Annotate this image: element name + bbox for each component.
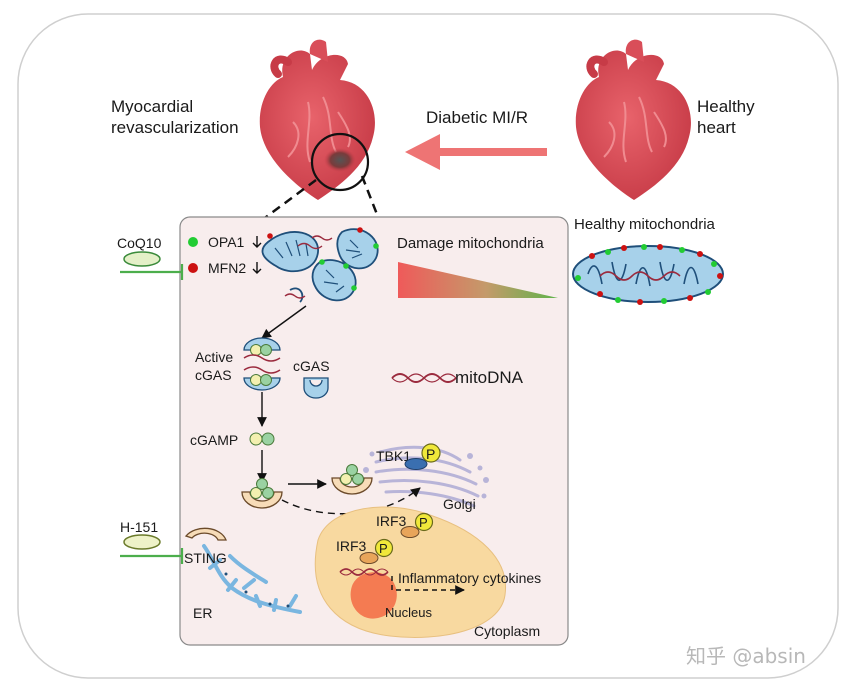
opa1-dot — [188, 237, 198, 247]
er-label: ER — [193, 605, 212, 621]
nucleus-label: Nucleus — [385, 605, 432, 620]
inactive-cgas-icon — [303, 377, 329, 399]
sting-at-golgi-icon — [331, 464, 373, 495]
damaged-heart-icon — [259, 39, 375, 200]
cgas-label: cGAS — [293, 358, 330, 374]
coq10-label: CoQ10 — [117, 235, 162, 251]
golgi-vesicles — [363, 451, 489, 499]
h151-label: H-151 — [120, 519, 158, 535]
myocardial-label-line2: revascularization — [111, 118, 239, 137]
diabetic-label: Diabetic MI/R — [426, 108, 528, 127]
irf3-upper-phospho-icon — [414, 512, 434, 532]
arrow-to-cytokines — [391, 576, 465, 595]
tbk1-icon — [404, 458, 428, 470]
mitodna-label: mitoDNA — [455, 368, 524, 387]
tbk1-p-label: P — [426, 446, 435, 462]
irf3-lower-icon — [359, 552, 379, 564]
opa1-label: OPA1 — [208, 234, 245, 250]
dashed-arrow-to-tbk1 — [281, 487, 421, 515]
zoom-line-right — [360, 175, 382, 223]
tbk1-phospho-icon — [421, 443, 441, 463]
sting-label: STING — [184, 550, 227, 566]
healthy-label-line1: Healthy — [697, 97, 755, 116]
damaged-mito-dots — [267, 227, 379, 291]
damaged-cristae — [274, 239, 363, 293]
h151-inhibit-bar — [120, 548, 184, 564]
healthy-label-line2: heart — [697, 118, 736, 137]
mitodna-legend-icon-strand2 — [391, 373, 457, 383]
zoom-line-left — [261, 178, 317, 222]
infarct-zoom-circle — [310, 132, 370, 192]
irf3-lower-p-label: P — [379, 541, 388, 556]
sting-er-icon — [184, 527, 227, 541]
irf3-upper-icon — [400, 526, 420, 538]
healthy-mito-label: Healthy mitochondria — [574, 216, 716, 233]
irf3-upper-p-label: P — [419, 515, 428, 530]
released-mitodna — [284, 235, 333, 299]
mfn2-dot — [188, 263, 198, 273]
healthy-heart-icon — [575, 39, 691, 200]
opa1-down-arrow — [252, 236, 262, 248]
er-ribosomes — [224, 572, 290, 608]
golgi-label: Golgi — [443, 496, 476, 512]
cgamp-label: cGAMP — [190, 432, 238, 448]
coq10-pill-icon — [123, 251, 161, 267]
er-icon — [202, 544, 302, 614]
sting-cgamp-icon — [241, 478, 283, 509]
irf3-lower-label: IRF3 — [336, 538, 367, 554]
arrow-mito-to-cgas — [261, 305, 307, 339]
irf3-lower-phospho-icon — [374, 538, 394, 558]
mfn2-label: MFN2 — [208, 260, 246, 276]
nuclear-dna-icon-strand2 — [339, 568, 389, 576]
cytoplasm-label: Cytoplasm — [474, 623, 540, 639]
watermark: 知乎 @absin — [686, 644, 806, 668]
myocardial-label-line1: Myocardial — [111, 97, 193, 116]
active-cgas-complex-icon — [243, 337, 281, 391]
healthy-mitochondrion-icon — [572, 244, 724, 305]
tbk1-label: TBK1 — [376, 448, 411, 464]
cgamp-icon — [249, 432, 275, 446]
coq10-inhibit-bar — [120, 264, 184, 280]
mfn2-down-arrow — [252, 262, 262, 274]
active-label: Active — [195, 349, 233, 365]
diabetic-mir-arrow — [405, 134, 547, 170]
h151-pill-icon — [123, 534, 161, 550]
inflammatory-label: Inflammatory cytokines — [398, 570, 541, 586]
active-cgas-label: cGAS — [195, 367, 232, 383]
nucleus-icon — [350, 572, 397, 619]
irf3-upper-label: IRF3 — [376, 513, 407, 529]
damage-mito-label: Damage mitochondria — [397, 235, 544, 252]
gradient-wedge — [398, 262, 558, 298]
